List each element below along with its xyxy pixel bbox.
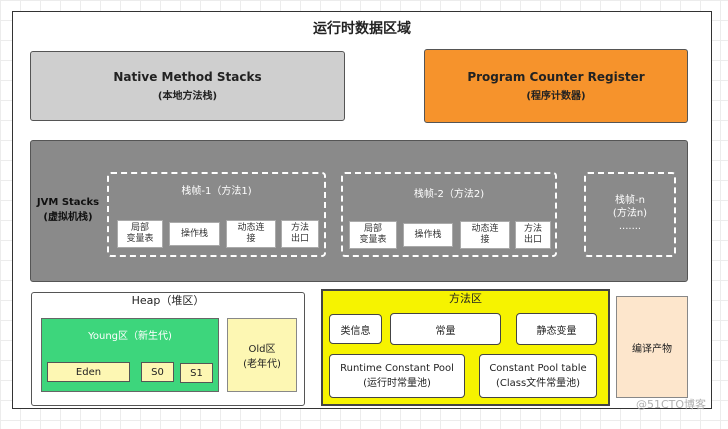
stack-frame-1-title: 栈帧-1（方法1): [181, 185, 252, 197]
frame-1-operand-stack: 操作栈: [169, 222, 220, 246]
old-generation-box: Old区 (老年代): [227, 318, 297, 392]
frame-2-dynamic-linking: 动态连 接: [460, 221, 510, 249]
frame-1-dynamic-linking: 动态连 接: [226, 220, 276, 248]
runtime-constant-pool-box: Runtime Constant Pool (运行时常量池): [329, 354, 465, 398]
constant-pool-table-sublabel: (Class文件常量池): [495, 378, 581, 389]
frame-2-local-variables: 局部 变量表: [349, 221, 397, 249]
compiled-artifacts-box: 编译产物: [616, 296, 688, 398]
stack-frame-1: [107, 172, 326, 257]
runtime-constant-pool-sublabel: (运行时常量池): [363, 378, 431, 389]
native-method-stacks-sublabel: (本地方法栈): [157, 91, 218, 102]
native-method-stacks-label: Native Method Stacks: [113, 70, 262, 84]
program-counter-register-sublabel: (程序计数器): [526, 91, 586, 102]
frame-2-return-address: 方法 出口: [515, 221, 551, 249]
old-generation-title: Old区: [248, 344, 276, 355]
old-generation-subtitle: (老年代): [243, 359, 281, 370]
frame-1-return-address: 方法 出口: [281, 220, 319, 248]
stack-frame-n-subtitle: (方法n): [612, 207, 648, 219]
constants-box: 常量: [390, 313, 501, 345]
jvm-stacks-box: [30, 140, 688, 282]
frame-2-local-variables-line-1: 局部: [363, 224, 382, 234]
frame-2-return-address-line-2: 出口: [523, 235, 542, 245]
constant-pool-table-label: Constant Pool table: [489, 363, 587, 374]
stack-frame-n-dots: .......: [618, 220, 642, 232]
frame-2-dynamic-linking-line-2: 接: [480, 235, 490, 245]
constant-pool-table-box: Constant Pool table (Class文件常量池): [479, 354, 597, 398]
static-variables-box: 静态变量: [516, 313, 597, 345]
frame-2-return-address-line-1: 方法: [523, 224, 542, 234]
jvm-stacks-label: JVM Stacks: [36, 197, 100, 208]
class-info-box: 类信息: [329, 314, 382, 344]
jvm-stacks-sublabel: (虚拟机栈): [43, 212, 93, 223]
eden-space: Eden: [47, 362, 130, 382]
frame-1-local-variables: 局部 变量表: [117, 220, 163, 248]
survivor-s0: S0: [141, 362, 174, 382]
frame-2-dynamic-linking-line-1: 动态连: [471, 224, 499, 234]
survivor-s1: S1: [180, 363, 213, 383]
method-area-title: 方法区: [449, 292, 482, 305]
frame-1-local-variables-line-2: 变量表: [126, 234, 154, 244]
stack-frame-2-title: 栈帧-2（方法2): [413, 188, 485, 200]
stack-frame-n: [584, 172, 676, 257]
runtime-constant-pool-label: Runtime Constant Pool: [340, 363, 454, 374]
heap-title: Heap（堆区）: [131, 294, 205, 307]
frame-1-local-variables-line-1: 局部: [130, 223, 149, 233]
program-counter-register-box: Program Counter Register (程序计数器): [424, 49, 688, 123]
jvm-stacks-label-group: JVM Stacks (虚拟机栈): [34, 194, 102, 226]
stack-frame-n-title: 栈帧-n: [615, 194, 645, 206]
frame-1-dynamic-linking-line-2: 接: [246, 234, 256, 244]
frame-2-local-variables-line-2: 变量表: [359, 235, 387, 245]
frame-1-return-address-line-1: 方法: [290, 223, 309, 233]
native-method-stacks-box: Native Method Stacks (本地方法栈): [30, 51, 345, 121]
watermark: @51CTO博客: [636, 398, 707, 411]
frame-1-dynamic-linking-line-1: 动态连: [237, 223, 265, 233]
stack-frame-n-label-group: 栈帧-n (方法n) .......: [584, 190, 676, 236]
frame-2-operand-stack: 操作栈: [403, 223, 453, 247]
diagram-title: 运行时数据区域: [313, 21, 411, 37]
stack-frame-2: [341, 172, 557, 257]
program-counter-register-label: Program Counter Register: [467, 70, 645, 84]
frame-1-return-address-line-2: 出口: [290, 234, 309, 244]
young-generation-title: Young区（新生代): [88, 330, 172, 342]
